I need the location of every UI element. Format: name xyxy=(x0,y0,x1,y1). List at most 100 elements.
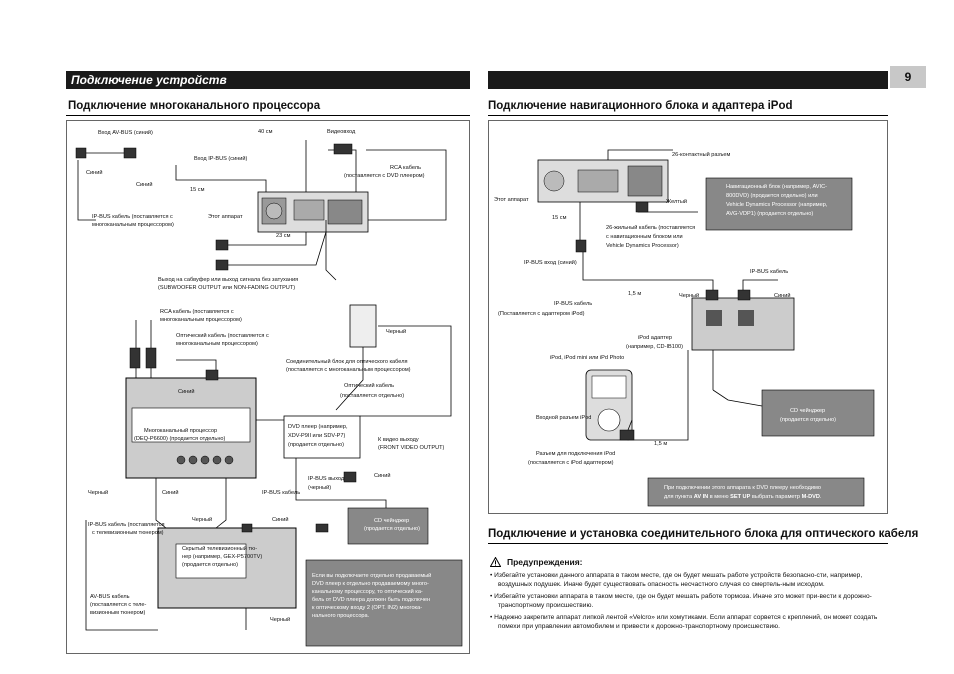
note-right-line-1: При подключении этого аппарата к DVD пле… xyxy=(664,485,821,491)
note-box-left xyxy=(305,559,463,647)
warning-header: Предупреждения: xyxy=(490,557,583,567)
label-black-3: Черный xyxy=(192,517,213,523)
note-left-5: к оптическому входу 2 (OPT. IN2) многока… xyxy=(312,605,423,611)
warning-triangle-icon xyxy=(490,557,501,567)
label-this-unit-left: Этот аппарат xyxy=(208,214,243,220)
navigation-diagram xyxy=(488,120,888,514)
label-dvd-player-1: DVD плеер (например, xyxy=(288,424,348,430)
label-ipbus-out-2: (черный) xyxy=(308,485,332,491)
cd-changer-box-right xyxy=(761,389,875,437)
note-box-right xyxy=(647,477,865,507)
label-1-5m-a: 1,5 м xyxy=(628,291,642,297)
label-this-unit-right: Этот аппарат xyxy=(494,197,529,203)
page-number: 9 xyxy=(890,66,926,88)
label-blue-right: Синий xyxy=(774,293,791,299)
label-ipbus-tv-2: с телевизионным тюнером) xyxy=(92,530,164,536)
label-rca-dvd-1: RCA кабель xyxy=(390,165,421,171)
label-23cm: 23 см xyxy=(276,233,291,239)
label-rca-proc-2: многоканальным процессором) xyxy=(160,317,242,323)
label-dvd-player-2: XDV-P9II или SDV-P7) xyxy=(288,433,346,439)
label-video-out-2: (FRONT VIDEO OUTPUT) xyxy=(378,445,445,451)
warnings-list: • Избегайте установки данного аппарата в… xyxy=(488,571,888,631)
label-blue-1: Синий xyxy=(86,170,103,176)
label-optical-1: Оптический кабель (поставляется с xyxy=(176,333,269,339)
left-heading: Подключение многоканального процессора xyxy=(68,100,321,112)
label-rca-proc-1: RCA кабель (поставляется с xyxy=(160,309,234,315)
label-ipod-conn-1: Разъем для подключения iPod xyxy=(536,451,616,457)
label-yellow: Желтый xyxy=(666,199,687,205)
cd-box-right-line-1: CD чейнджер xyxy=(790,408,826,414)
label-tuner-1: Скрытый телевизионный тю- xyxy=(182,546,258,552)
label-dvd-player-3: (продается отдельно) xyxy=(288,442,344,448)
label-ipbus-in: Вход IP-BUS (синий) xyxy=(194,156,248,162)
label-sub-out-1: Выход на сабвуфер или выход сигнала без … xyxy=(158,277,299,283)
multichannel-diagram xyxy=(66,120,470,654)
label-tuner-2: нер (например, GEX-P5700TV) xyxy=(182,554,263,560)
label-sub-out-2: (SUBWOOFER OUTPUT или NON-FADING OUTPUT) xyxy=(158,285,296,291)
label-avbus-in: Вход AV-BUS (синий) xyxy=(98,130,153,136)
label-black-1: Черный xyxy=(386,329,407,335)
label-26pin: 26-контактный разъем xyxy=(672,152,731,158)
optical-section-rule xyxy=(488,543,888,544)
head-unit-right xyxy=(537,159,669,203)
label-cd-changer-left-2: (продается отдельно) xyxy=(364,526,420,532)
label-video-out-1: К видео выходу xyxy=(378,437,419,443)
label-avbus-cable-1: AV-BUS кабель xyxy=(90,594,130,600)
section-bar-right xyxy=(488,71,888,89)
label-ipod-port: Входной разъем iPod xyxy=(536,415,592,421)
label-cable26-1: 26-жильный кабель (поставляется xyxy=(606,225,696,231)
label-cable26-2: с навигационным блоком или xyxy=(606,234,683,240)
label-optical-2: многоканальным процессором) xyxy=(176,341,258,347)
label-blue-3: Синий xyxy=(178,389,195,395)
nav-box-line-2: 800DVD) (продается отдельно) или xyxy=(726,193,818,199)
label-avbus-cable-2: (поставляется с теле- xyxy=(90,602,147,608)
note-left-3: канальному процессору, то оптический ка- xyxy=(312,589,423,595)
label-blue-4: Синий xyxy=(162,490,179,496)
note-left-2: DVD плеер к отдельно продаваемому много- xyxy=(312,581,429,587)
nav-box xyxy=(705,177,853,231)
label-tuner-3: (продается отдельно) xyxy=(182,562,238,568)
right-heading: Подключение навигационного блока и адапт… xyxy=(488,100,793,112)
label-optical-dvd-2: (поставляется отдельно) xyxy=(340,393,405,399)
label-conn-unit-1: Соединительный блок для оптического кабе… xyxy=(286,359,408,365)
label-15cm: 15 см xyxy=(190,187,205,193)
section-title: Подключение устройств xyxy=(71,73,227,87)
warning-item: • Избегайте установки аппарата в таком м… xyxy=(490,593,872,609)
label-ipod-adapter-2: (например, CD-IB100) xyxy=(626,344,683,350)
label-ipbus-cable-right: IP-BUS кабель xyxy=(750,269,789,275)
label-avbus-cable-3: визионным тюнером) xyxy=(90,610,146,616)
label-processor-2: (DEQ-P6600) (продается отдельно) xyxy=(134,436,226,442)
label-blue-2: Синий xyxy=(136,182,153,188)
label-processor-1: Многоканальный процессор xyxy=(144,428,218,434)
label-ipbus-cable-3: IP-BUS кабель xyxy=(262,490,301,496)
note-left-6: нального процессора. xyxy=(312,613,370,619)
label-ipod-models: iPod, iPod mini или iPd Photo xyxy=(550,355,625,361)
right-heading-rule xyxy=(488,115,888,116)
nav-box-line-1: Навигационный блок (например, AVIC- xyxy=(726,184,827,190)
label-1-5m-b: 1,5 м xyxy=(654,441,668,447)
label-blue-6: Синий xyxy=(272,517,289,523)
head-unit-left xyxy=(257,191,369,233)
label-ipbus-cable-2: многоканальным процессором) xyxy=(92,222,174,228)
note-right-line-2: для пункта AV IN в меню SET UP выбрать п… xyxy=(664,494,822,500)
label-ipod-conn-2: (поставляется с iPod адаптером) xyxy=(528,460,614,466)
label-ipbus-cable-1: IP-BUS кабель (поставляется с xyxy=(92,214,173,220)
label-blue-5: Синий xyxy=(374,473,391,479)
note-left-1: Если вы подключаете отдельно продаваемый xyxy=(312,573,432,579)
label-cd-changer-left-1: CD чейнджер xyxy=(374,518,410,524)
label-ipbus-in-right: IP-BUS вход (синий) xyxy=(524,260,577,266)
label-rca-dvd-2: (поставляется с DVD плеером) xyxy=(344,173,425,179)
cd-changer-box-left xyxy=(347,507,429,545)
label-15cm-right: 15 см xyxy=(552,215,567,221)
label-conn-unit-2: (поставляется с многоканальным процессор… xyxy=(286,367,411,373)
warning-item: • Надежно закрепите аппарат липкой ленто… xyxy=(490,614,878,630)
label-black-2: Черный xyxy=(88,490,109,496)
label-ipbus-tv-1: IP-BUS кабель (поставляется xyxy=(88,522,165,528)
label-ipod-adapter-1: iPod адаптер xyxy=(638,335,672,341)
label-cable26-3: Vehicle Dynamics Processor) xyxy=(606,243,679,249)
optical-section-heading: Подключение и установка соединительного … xyxy=(488,528,919,540)
note-left-4: бель от DVD плеера должен быть подключен xyxy=(312,597,431,603)
dvd-player-box xyxy=(283,415,361,459)
label-video-in: Видеовход xyxy=(327,129,356,135)
label-optical-dvd-1: Оптический кабель xyxy=(344,383,395,389)
